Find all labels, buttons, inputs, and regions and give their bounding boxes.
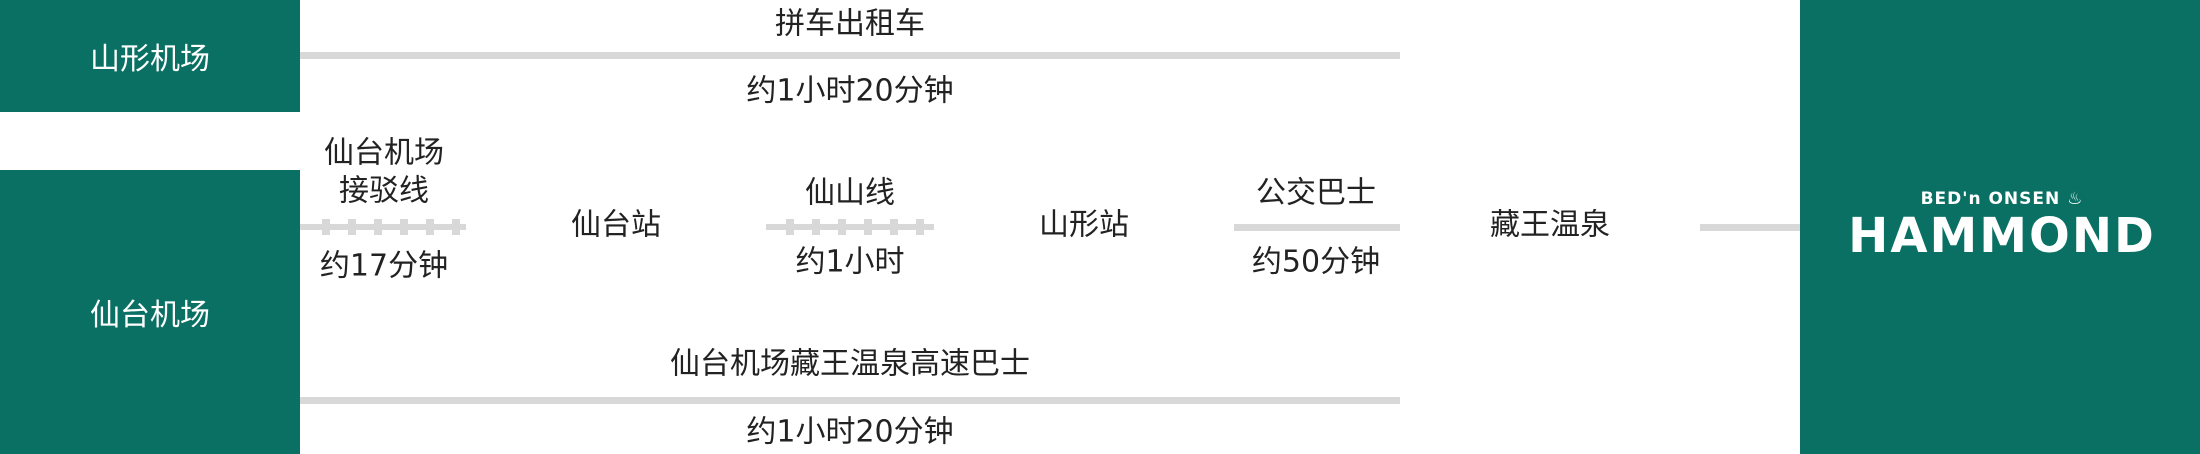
route-time-taxi: 约1小时20分钟 [746,73,954,109]
route-line-taxi [300,52,1400,59]
station-zao-onsen: 藏王温泉 [1490,207,1610,243]
route-rail-senzan-line [766,216,934,238]
route-line-bus [1234,224,1400,231]
hammond-logo: HAMMOND [1848,208,2156,264]
origin-sendai-airport: 仙台机场 [0,170,300,454]
origin-label: 山形机场 [90,42,210,77]
route-rail-airport-line [300,216,466,238]
route-time-bus: 约50分钟 [1251,244,1381,280]
route-time-senzan-line: 约1小时 [795,244,905,280]
route-label-taxi: 拼车出租车 [775,6,925,42]
origin-label: 仙台机场 [90,298,210,333]
station-yamagata: 山形站 [1039,207,1129,243]
route-label-bus: 公交巴士 [1256,175,1376,211]
logo-subtitle: BED'n ONSEN ♨ [1920,189,2084,209]
route-label-airport-line: 仙台机场 接驳线 [324,135,444,209]
route-time-airport-line: 约17分钟 [319,248,449,284]
route-time-highway-bus: 约1小时20分钟 [746,414,954,450]
route-line-to-hotel [1700,224,1800,231]
route-label-highway-bus: 仙台机场藏王温泉高速巴士 [670,346,1030,382]
route-line-highway-bus [300,397,1400,404]
station-sendai: 仙台站 [571,207,661,243]
origin-yamagata-airport: 山形机场 [0,0,300,112]
route-label-senzan-line: 仙山线 [805,175,895,211]
destination-hotel [1800,0,2200,454]
